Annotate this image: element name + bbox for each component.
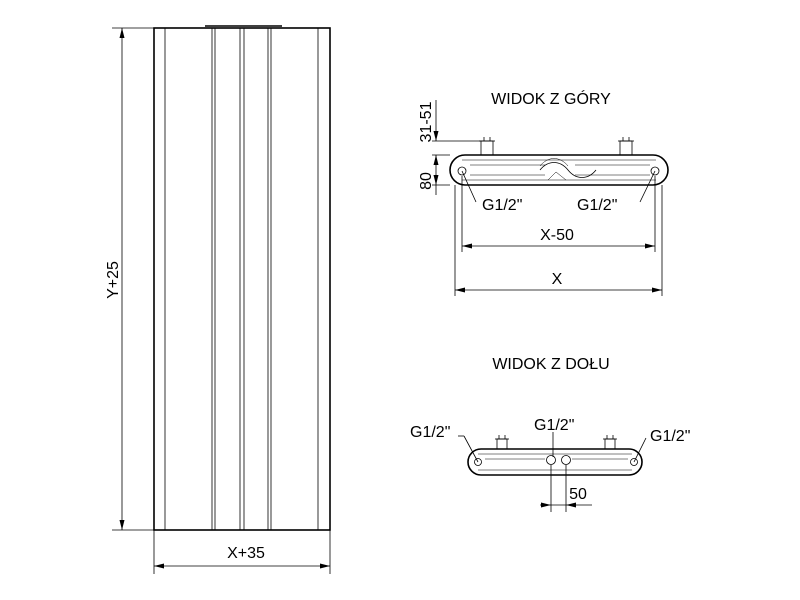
bottom-connection-right-label: G1/2" (650, 428, 690, 445)
width-dimension: X+35 (153, 530, 331, 574)
top-connection-left-label: G1/2" (482, 197, 522, 214)
bottom-view-connection-right: G1/2" (633, 428, 690, 463)
spacing-dimension: 50 (540, 465, 592, 512)
width-label: X+35 (227, 545, 265, 562)
offset-dimension: 31-51 (418, 100, 481, 165)
spacing-label: 50 (569, 486, 587, 503)
bottom-view-title: WIDOK Z DOŁU (492, 356, 609, 373)
top-view-connection-left: G1/2" (461, 170, 522, 214)
outer-width-dimension: X (454, 185, 663, 296)
bottom-view-body (467, 448, 643, 476)
top-view-valve-right (618, 137, 634, 156)
bottom-view-valve-right (603, 435, 617, 450)
bottom-view-connection-middle: G1/2" (534, 417, 574, 457)
offset-label: 31-51 (418, 101, 435, 142)
height-dimension: Y+25 (105, 27, 154, 531)
top-view-inner-lines (457, 158, 660, 181)
bottom-view-inner-lines (474, 453, 638, 471)
front-view: Y+25 X+35 (105, 25, 331, 574)
top-view-body (449, 154, 669, 186)
radiator-front-profiles (164, 28, 319, 530)
outer-width-label: X (552, 271, 563, 288)
top-view-valve-left (479, 137, 495, 156)
depth-dimension: 80 (418, 155, 450, 195)
inner-width-dimension: X-50 (461, 176, 656, 252)
radiator-front-outline (153, 27, 331, 531)
bottom-view-connection-left: G1/2" (410, 424, 479, 463)
bottom-connection-left-label: G1/2" (410, 424, 450, 441)
depth-label: 80 (418, 172, 435, 190)
bottom-view: WIDOK Z DOŁU G1 (410, 356, 690, 512)
top-view-title: WIDOK Z GÓRY (491, 89, 611, 108)
inner-width-label: X-50 (540, 227, 574, 244)
top-view: WIDOK Z GÓRY (418, 89, 669, 296)
top-connection-right-label: G1/2" (577, 197, 617, 214)
height-label: Y+25 (105, 261, 122, 299)
bottom-connection-middle-label: G1/2" (534, 417, 574, 434)
top-view-connection-right: G1/2" (577, 170, 656, 214)
bottom-view-valve-left (495, 435, 509, 450)
